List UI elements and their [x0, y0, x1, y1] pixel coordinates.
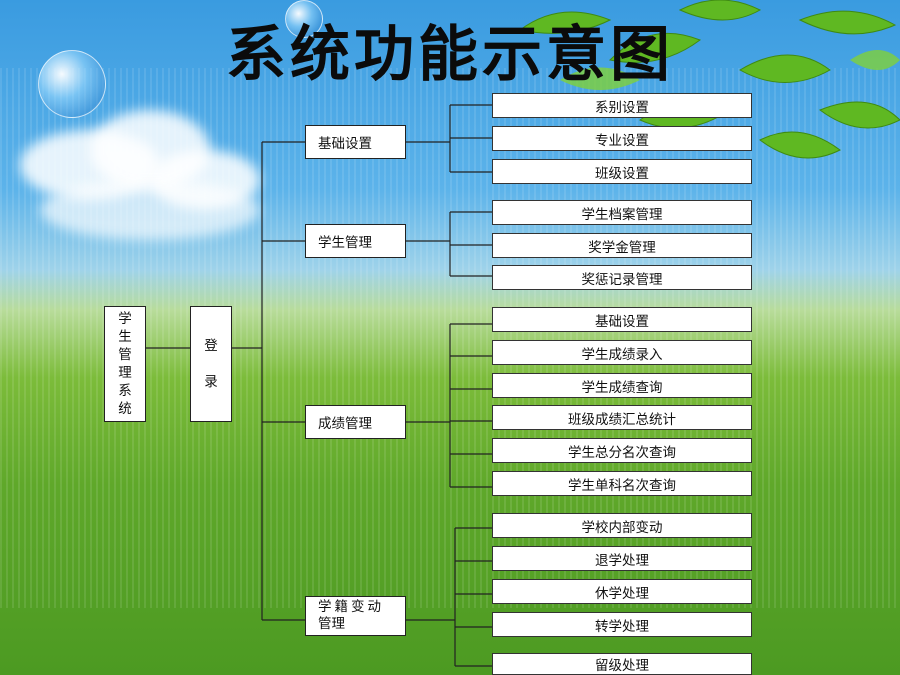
leaf-node: 学校内部变动 — [492, 513, 752, 538]
leaf-node: 学生单科名次查询 — [492, 471, 752, 496]
leaf-node: 奖学金管理 — [492, 233, 752, 258]
bubble-decoration — [285, 0, 323, 38]
leaf-node: 留级处理 — [492, 653, 752, 675]
leaf-node: 系别设置 — [492, 93, 752, 118]
cloud — [40, 180, 260, 240]
bubble-decoration — [38, 50, 106, 118]
root-char: 统 — [118, 401, 132, 417]
category-grade-management: 成绩管理 — [305, 405, 406, 439]
category-label-line: 管理 — [318, 616, 345, 632]
leaf-node: 班级成绩汇总统计 — [492, 405, 752, 430]
root-node-student-management-system: 学 生 管 理 系 统 — [104, 306, 146, 422]
category-student-management: 学生管理 — [305, 224, 406, 258]
leaf-node: 休学处理 — [492, 579, 752, 604]
category-label-line: 学籍变动 — [318, 599, 384, 615]
category-enrollment-change-management: 学籍变动 管理 — [305, 596, 406, 636]
leaf-node: 学生档案管理 — [492, 200, 752, 225]
leaf-node: 奖惩记录管理 — [492, 265, 752, 290]
page-title: 系统功能示意图 — [226, 20, 674, 90]
login-char: 登 — [204, 338, 218, 354]
leaf-node: 退学处理 — [492, 546, 752, 571]
root-char: 学 — [118, 311, 132, 327]
leaf-node: 专业设置 — [492, 126, 752, 151]
leaf-node: 学生成绩查询 — [492, 373, 752, 398]
category-basic-settings: 基础设置 — [305, 125, 406, 159]
root-char: 系 — [118, 383, 132, 399]
login-char: 录 — [204, 374, 218, 390]
leaf-node: 基础设置 — [492, 307, 752, 332]
leaf-node: 学生成绩录入 — [492, 340, 752, 365]
leaf-node: 学生总分名次查询 — [492, 438, 752, 463]
leaf-node: 班级设置 — [492, 159, 752, 184]
root-char: 生 — [118, 329, 132, 345]
leaf-node: 转学处理 — [492, 612, 752, 637]
root-char: 理 — [118, 365, 132, 381]
login-node: 登 录 — [190, 306, 232, 422]
root-char: 管 — [118, 347, 132, 363]
